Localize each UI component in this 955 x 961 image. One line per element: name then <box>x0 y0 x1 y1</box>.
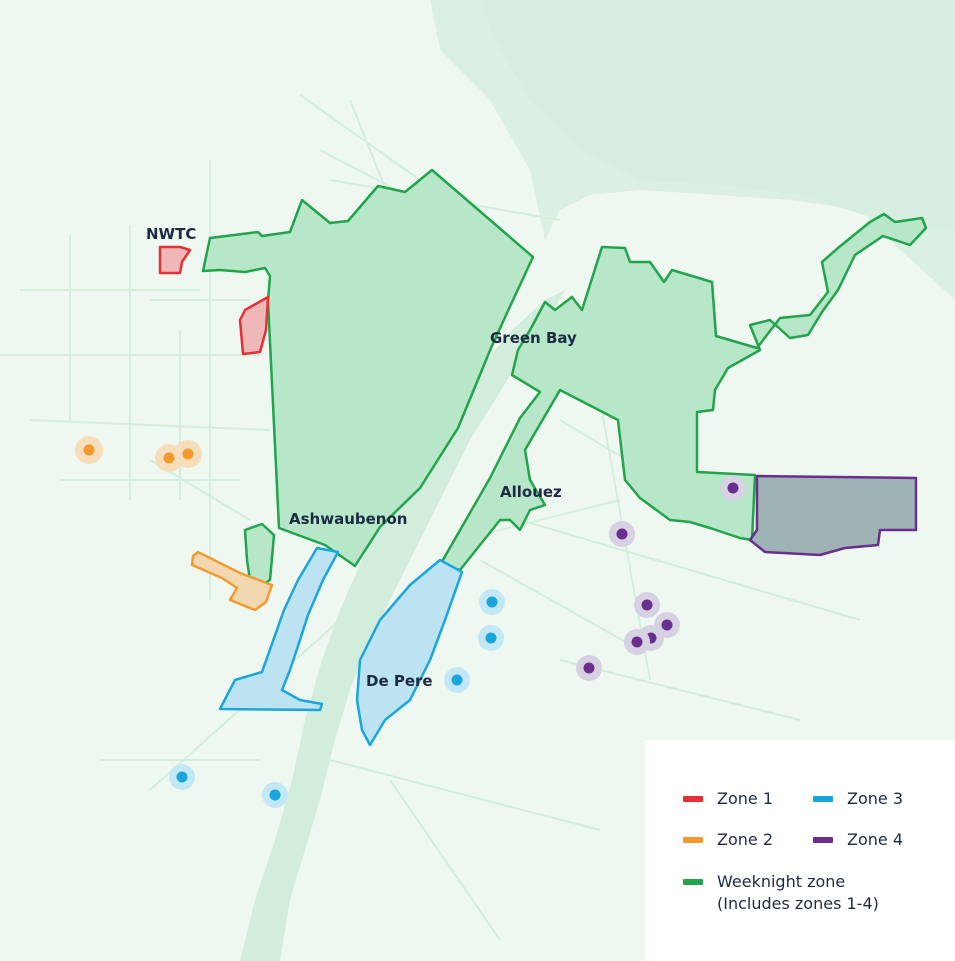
legend-label-weeknight-note: (Includes zones 1-4) <box>717 894 879 913</box>
weeknight-zone-east <box>438 212 928 572</box>
legend-item-zone3: Zone 3 <box>813 788 903 810</box>
zone3-stops <box>169 589 505 808</box>
zone1-area-west <box>238 295 270 356</box>
legend-label-weeknight: Weeknight zone <box>717 872 846 891</box>
zone4-stop <box>631 636 643 648</box>
zone1-area-nwtc <box>158 245 192 275</box>
place-label-de-pere: De Pere <box>366 672 433 690</box>
zone2-stop <box>83 444 95 456</box>
zone4-stop <box>661 619 673 631</box>
zone4-stop <box>616 528 628 540</box>
place-label-nwtc: NWTC <box>146 225 196 243</box>
weeknight-zone-west <box>201 168 535 568</box>
zone4-stop <box>583 662 595 674</box>
zone3-stop <box>176 771 188 783</box>
legend-item-zone1: Zone 1 <box>683 788 773 810</box>
zone4-stops <box>576 475 746 681</box>
zone4-stop <box>727 482 739 494</box>
zone2-stop <box>182 448 194 460</box>
weeknight-swatch <box>683 879 703 885</box>
fox-river <box>240 290 565 961</box>
place-label-allouez: Allouez <box>500 483 562 501</box>
zone1-swatch <box>683 796 703 802</box>
zone3-stop <box>485 632 497 644</box>
zone3-stop <box>451 674 463 686</box>
place-label-green-bay: Green Bay <box>490 329 577 347</box>
zone2-area <box>190 550 274 612</box>
legend-item-weeknight: Weeknight zone (Includes zones 1-4) <box>683 871 879 915</box>
zone4-stop <box>641 599 653 611</box>
legend-label-zone3: Zone 3 <box>847 789 903 808</box>
bay-water-inner <box>480 0 955 230</box>
zone2-stop <box>163 452 175 464</box>
place-label-ashwaubenon: Ashwaubenon <box>289 510 407 528</box>
legend-label-zone2: Zone 2 <box>717 830 773 849</box>
legend-label-zone1: Zone 1 <box>717 789 773 808</box>
legend-item-zone2: Zone 2 <box>683 829 773 851</box>
zone2-stops <box>75 436 202 472</box>
zone3-area-west <box>218 546 340 712</box>
map-legend: Zone 1 Zone 3 Zone 2 Zone 4 Weeknight zo… <box>645 740 955 961</box>
zone4-area <box>748 474 918 557</box>
zone3-area-depere <box>355 558 464 747</box>
zone3-stop <box>486 596 498 608</box>
zone4-swatch <box>813 837 833 843</box>
zone3-swatch <box>813 796 833 802</box>
legend-item-zone4: Zone 4 <box>813 829 903 851</box>
zone3-stop <box>269 789 281 801</box>
zone2-swatch <box>683 837 703 843</box>
legend-label-zone4: Zone 4 <box>847 830 903 849</box>
